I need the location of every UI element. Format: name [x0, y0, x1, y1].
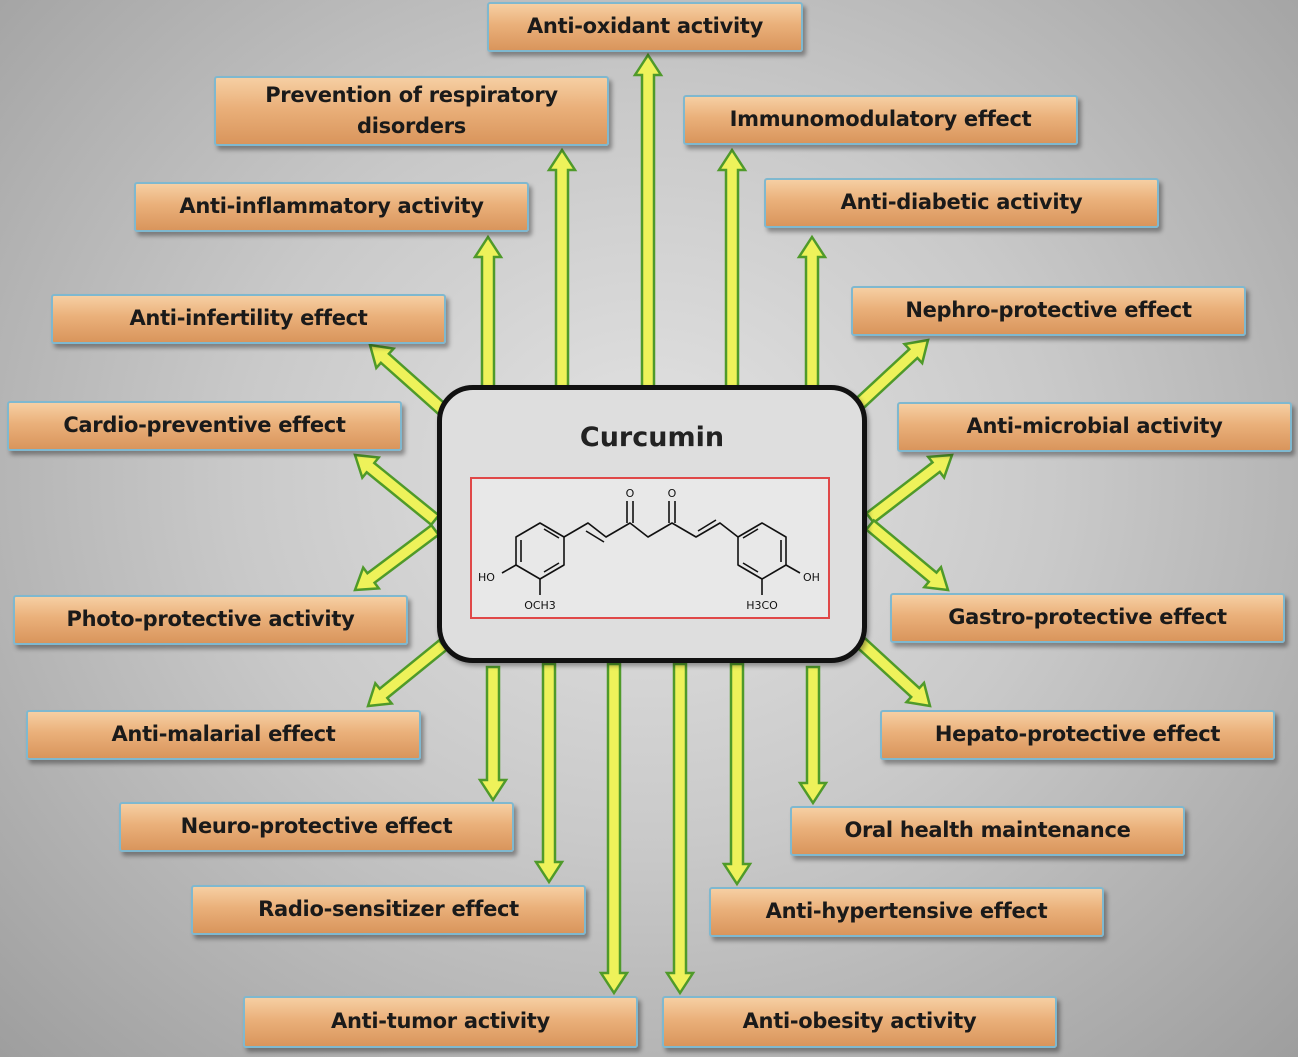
label-respiratory: Prevention of respiratory disorders — [265, 82, 558, 139]
box-gastro-protective: Gastro-protective effect — [890, 593, 1285, 643]
curcumin-panel: Curcumin — [437, 385, 867, 663]
arrow-immunomodulatory — [716, 147, 748, 390]
arrow-anti-tumor — [598, 662, 630, 996]
label-anti-tumor: Anti-tumor activity — [331, 1009, 550, 1034]
box-oral-health: Oral health maintenance — [790, 806, 1185, 856]
arrow-gastro-protective — [864, 518, 950, 592]
label-anti-infertility: Anti-infertility effect — [129, 306, 368, 331]
arrow-anti-hypertensive — [721, 662, 753, 887]
left-benzene-ring — [515, 522, 565, 580]
arrow-nephro-protective — [852, 338, 930, 412]
box-anti-infertility: Anti-infertility effect — [51, 294, 446, 344]
right-benzene-ring — [737, 522, 787, 580]
label-anti-obesity: Anti-obesity activity — [742, 1009, 977, 1034]
box-immunomodulatory: Immunomodulatory effect — [683, 95, 1078, 145]
arrow-radio-sensitizer — [533, 662, 565, 885]
label-gastro-protective: Gastro-protective effect — [948, 605, 1227, 630]
label-immunomodulatory: Immunomodulatory effect — [729, 107, 1032, 132]
arrow-anti-obesity — [664, 662, 696, 996]
box-cardio-preventive: Cardio-preventive effect — [7, 401, 402, 451]
curcumin-structure-drawing: O O HO OCH3 H3CO OH — [478, 487, 820, 612]
label-antioxidant: Anti-oxidant activity — [526, 14, 763, 39]
label-anti-inflammatory: Anti-inflammatory activity — [179, 194, 484, 219]
arrow-anti-infertility — [368, 343, 449, 417]
label-oral-health: Oral health maintenance — [844, 818, 1131, 843]
oxygen-right-label: O — [668, 487, 677, 500]
oxygen-left-label: O — [626, 487, 635, 500]
ho-label: HO — [478, 571, 495, 584]
box-anti-obesity: Anti-obesity activity — [662, 996, 1057, 1048]
oh-label: OH — [803, 571, 820, 584]
arrow-cardio-preventive — [353, 453, 441, 527]
box-antioxidant: Anti-oxidant activity — [487, 2, 803, 52]
box-anti-hypertensive: Anti-hypertensive effect — [709, 887, 1104, 937]
box-anti-diabetic: Anti-diabetic activity — [764, 178, 1159, 228]
label-neuro-protective: Neuro-protective effect — [180, 814, 453, 839]
arrow-oral-health — [797, 665, 829, 806]
box-radio-sensitizer: Radio-sensitizer effect — [191, 885, 586, 935]
box-photo-protective: Photo-protective activity — [13, 595, 408, 645]
box-anti-inflammatory: Anti-inflammatory activity — [134, 182, 529, 232]
arrow-antioxidant — [632, 52, 664, 390]
arrow-hepato-protective — [852, 633, 932, 708]
label-cardio-preventive: Cardio-preventive effect — [63, 413, 346, 438]
curcumin-title: Curcumin — [579, 422, 725, 453]
box-respiratory: Prevention of respiratory disorders — [214, 76, 609, 146]
chemical-structure: O O HO OCH3 H3CO OH — [470, 477, 830, 619]
heptadienone-chain — [563, 522, 739, 538]
label-anti-diabetic: Anti-diabetic activity — [840, 190, 1083, 215]
label-photo-protective: Photo-protective activity — [66, 607, 355, 632]
arrow-anti-diabetic — [796, 234, 828, 394]
box-anti-microbial: Anti-microbial activity — [897, 402, 1292, 452]
h3co-label: H3CO — [746, 599, 778, 612]
arrow-respiratory — [546, 147, 578, 390]
label-nephro-protective: Nephro-protective effect — [905, 298, 1192, 323]
box-anti-malarial: Anti-malarial effect — [26, 710, 421, 760]
arrow-anti-inflammatory — [472, 234, 504, 394]
arrow-anti-microbial — [864, 453, 954, 525]
label-anti-hypertensive: Anti-hypertensive effect — [765, 899, 1048, 924]
arrow-anti-malarial — [366, 638, 449, 708]
box-nephro-protective: Nephro-protective effect — [851, 286, 1246, 336]
label-hepato-protective: Hepato-protective effect — [934, 722, 1221, 747]
label-radio-sensitizer: Radio-sensitizer effect — [258, 897, 519, 922]
box-neuro-protective: Neuro-protective effect — [119, 802, 514, 852]
arrow-photo-protective — [353, 523, 441, 592]
label-anti-malarial: Anti-malarial effect — [111, 722, 336, 747]
och3-label: OCH3 — [524, 599, 556, 612]
box-anti-tumor: Anti-tumor activity — [243, 996, 638, 1048]
label-anti-microbial: Anti-microbial activity — [966, 414, 1223, 439]
box-hepato-protective: Hepato-protective effect — [880, 710, 1275, 760]
arrow-neuro-protective — [477, 665, 509, 803]
